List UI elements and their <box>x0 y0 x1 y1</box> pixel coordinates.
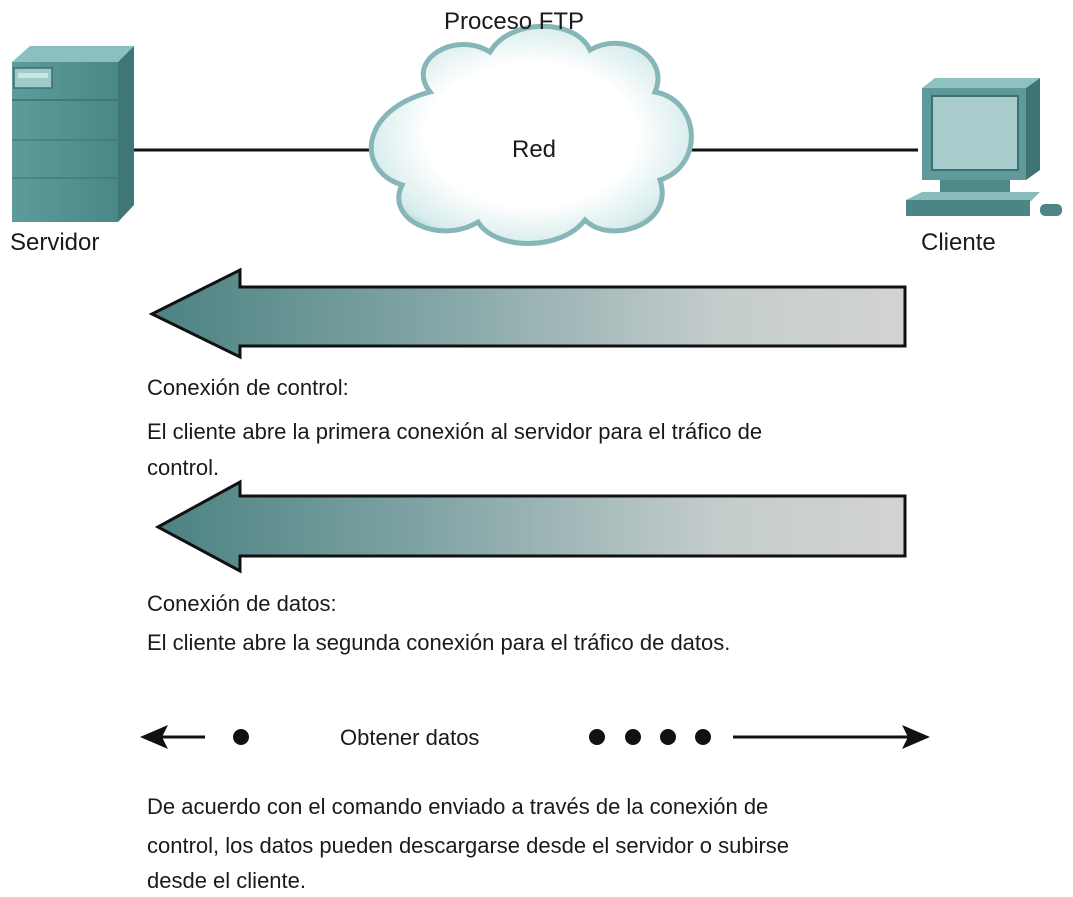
explanation-line1: De acuerdo con el comando enviado a trav… <box>147 794 769 819</box>
get-data-line <box>140 725 930 749</box>
left-arrowhead-icon <box>140 725 168 749</box>
control-connection-line2: control. <box>147 455 220 480</box>
network-label: Red <box>512 136 557 163</box>
data-connection-line1: El cliente abre la segunda conexión para… <box>147 630 731 655</box>
dot-icon <box>589 729 605 745</box>
dot-icon <box>660 729 676 745</box>
client-label: Cliente <box>921 229 996 256</box>
server-label: Servidor <box>10 229 100 256</box>
explanation-line2: control, los datos pueden descargarse de… <box>147 833 790 858</box>
dot-icon <box>625 729 641 745</box>
diagram-title: Proceso FTP <box>444 8 585 35</box>
server-icon <box>12 46 134 222</box>
dot-icon <box>695 729 711 745</box>
data-connection-heading: Conexión de datos: <box>147 591 337 616</box>
control-connection-line1: El cliente abre la primera conexión al s… <box>147 419 763 444</box>
get-data-label: Obtener datos <box>340 725 480 750</box>
client-computer-icon <box>906 78 1062 216</box>
network-cloud-icon <box>368 23 694 246</box>
explanation-line3: desde el cliente. <box>147 868 306 893</box>
control-connection-arrow <box>148 267 907 360</box>
dot-icon <box>233 729 249 745</box>
data-connection-arrow <box>154 479 907 574</box>
right-arrowhead-icon <box>902 725 930 749</box>
control-connection-heading: Conexión de control: <box>147 375 349 400</box>
